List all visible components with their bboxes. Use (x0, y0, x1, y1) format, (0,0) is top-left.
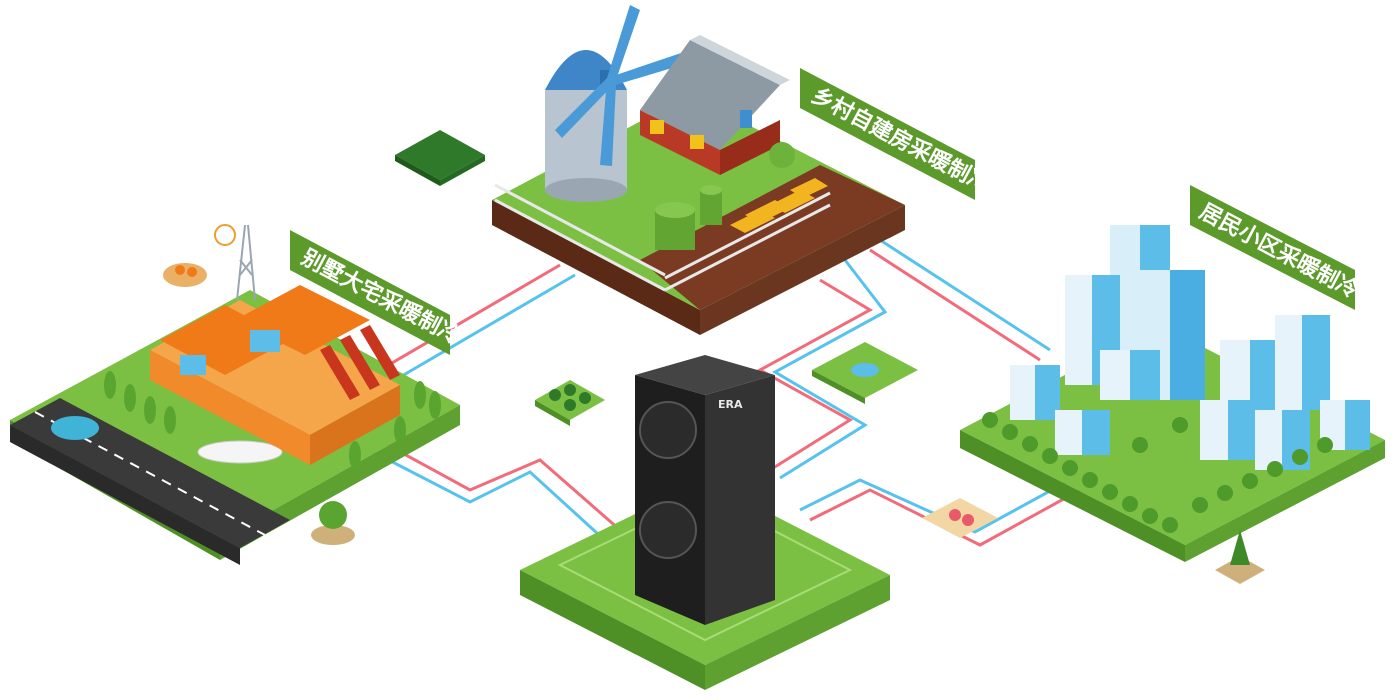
pipe-hot-villa-rural (379, 263, 561, 372)
pipe-cold-community (799, 478, 1071, 534)
villa-scene (10, 224, 460, 565)
car (51, 416, 99, 440)
pipe-hot-rural-community (869, 248, 1041, 362)
limousine (197, 440, 283, 464)
rural-house-scene (492, 5, 905, 335)
fan-icon (639, 501, 697, 559)
heat-pump-unit: ERA (635, 355, 775, 625)
pipe-cold-villa-rural (394, 273, 576, 382)
cone-tree-pedestal (1215, 530, 1265, 584)
wind-turbine (214, 224, 256, 301)
pipe-cold-villa (349, 438, 612, 547)
flower-bed (163, 263, 207, 287)
tree-pedestal (311, 501, 355, 545)
pipe-hot-villa (359, 428, 621, 532)
apartment-buildings (1010, 225, 1370, 470)
white-fence (494, 183, 831, 292)
tree (769, 142, 795, 168)
brand-label: ERA (718, 398, 743, 411)
red-beams (320, 325, 400, 400)
label-community-text: 居民小区采暖制冷 (1195, 198, 1363, 304)
community-trees (982, 412, 1333, 533)
villa-trees (104, 371, 441, 469)
pipe-hot-rural (756, 278, 874, 472)
fountain-plaza (812, 342, 918, 404)
fan-icon (639, 401, 697, 459)
hay-bales (730, 178, 828, 233)
pipe-cold-rural (771, 259, 888, 480)
flower-plaza (922, 498, 998, 538)
windmill (545, 5, 692, 202)
heat-pump-unit-scene: ERA (520, 355, 890, 690)
pipe-cold-rural-community (879, 238, 1051, 352)
community-scene (960, 225, 1385, 562)
forest-patch (535, 380, 605, 426)
villa-house (150, 285, 400, 465)
label-community: 居民小区采暖制冷 (1190, 185, 1363, 310)
crop-patch (395, 130, 485, 186)
red-barn (640, 35, 790, 175)
